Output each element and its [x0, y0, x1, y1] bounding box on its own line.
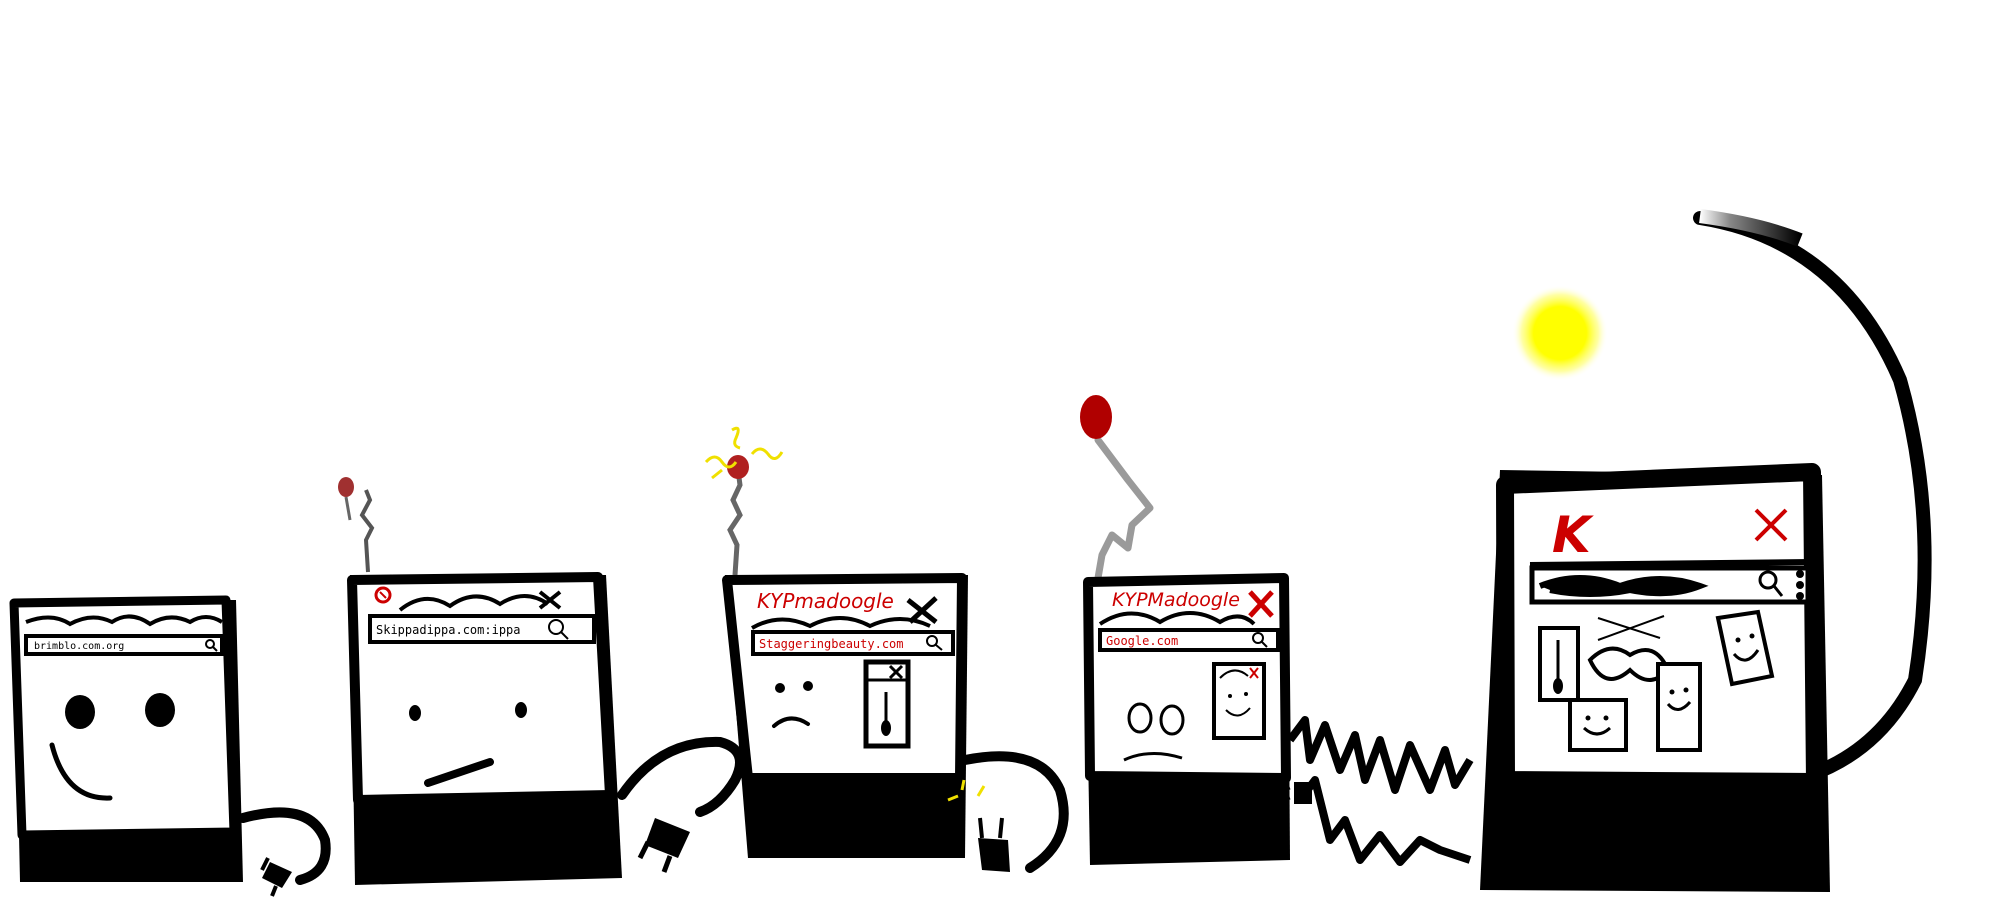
close-x-icon	[1248, 590, 1274, 618]
browser-bar-4: KYPMadoogle Google.com	[1098, 589, 1280, 652]
menu-dots-icon	[1796, 570, 1804, 600]
frowning-face-3	[772, 681, 813, 728]
scribbled-url	[1538, 575, 1709, 597]
close-icon	[374, 586, 392, 604]
desktop-icons-5	[1538, 609, 1775, 752]
plug-icon	[260, 857, 292, 897]
brand-text-5: K	[1552, 506, 1594, 564]
plug-arm-1	[238, 807, 331, 885]
smiling-face-1	[49, 693, 175, 801]
plug-arm-2	[617, 736, 745, 817]
computer-character-2: Skippadippa.com:ippa	[338, 477, 745, 885]
worried-face-4	[1123, 702, 1185, 762]
computer-character-4: KYPMadoogle Google.com	[1080, 395, 1474, 866]
antenna-4	[1080, 395, 1154, 582]
brand-text-3: KYPmadoogle	[757, 589, 894, 613]
url-text-2: Skippadippa.com:ippa	[376, 623, 521, 637]
search-icon	[1252, 632, 1268, 648]
neutral-face-2	[409, 702, 527, 787]
url-text-4: Google.com	[1106, 634, 1178, 648]
lamp-cable-fade	[1699, 209, 1803, 247]
close-x-icon	[1754, 508, 1788, 542]
browser-bar-2: Skippadippa.com:ippa	[368, 586, 596, 644]
search-icon	[926, 635, 943, 651]
browser-bar-5: K	[1529, 506, 1811, 605]
smiley-box-icon	[1568, 698, 1628, 752]
antenna-2	[338, 477, 375, 573]
buzzing-antenna-3	[704, 426, 784, 576]
thermometer-window-icon	[1538, 626, 1580, 702]
tangled-cable-4-low	[1296, 776, 1472, 866]
small-plug-icon	[1283, 782, 1312, 804]
search-icon	[205, 639, 218, 652]
close-x-icon	[538, 590, 562, 610]
plug-arm-3	[960, 751, 1069, 873]
mini-window-face-icon	[1212, 662, 1266, 740]
computer-character-1: brimblo.com.org	[9, 595, 331, 897]
mini-window-icon	[863, 659, 911, 749]
glowing-bulb-icon	[1512, 285, 1608, 381]
url-text-3: Staggeringbeauty.com	[759, 637, 904, 651]
lamp-cable	[1693, 211, 1932, 782]
computer-character-3: KYPmadoogle Staggeringbeauty.com	[704, 426, 1069, 873]
tangled-cable-4	[1286, 716, 1474, 794]
smiley-card-icon	[1715, 609, 1775, 687]
monitor-frame-1	[9, 595, 239, 840]
computer-character-5: K	[1480, 209, 1932, 892]
brand-text-4: KYPMadoogle	[1112, 589, 1240, 611]
browser-bar-3: KYPmadoogle Staggeringbeauty.com	[751, 589, 955, 656]
search-icon	[548, 619, 569, 640]
close-x-icon	[906, 596, 938, 624]
url-text-1: brimblo.com.org	[34, 641, 124, 652]
smiley-tall-icon	[1656, 662, 1702, 752]
sparking-plug-icon	[947, 779, 1010, 872]
search-icon	[1758, 570, 1784, 597]
browser-bar-1: brimblo.com.org	[24, 614, 224, 656]
plug-icon	[637, 818, 690, 873]
